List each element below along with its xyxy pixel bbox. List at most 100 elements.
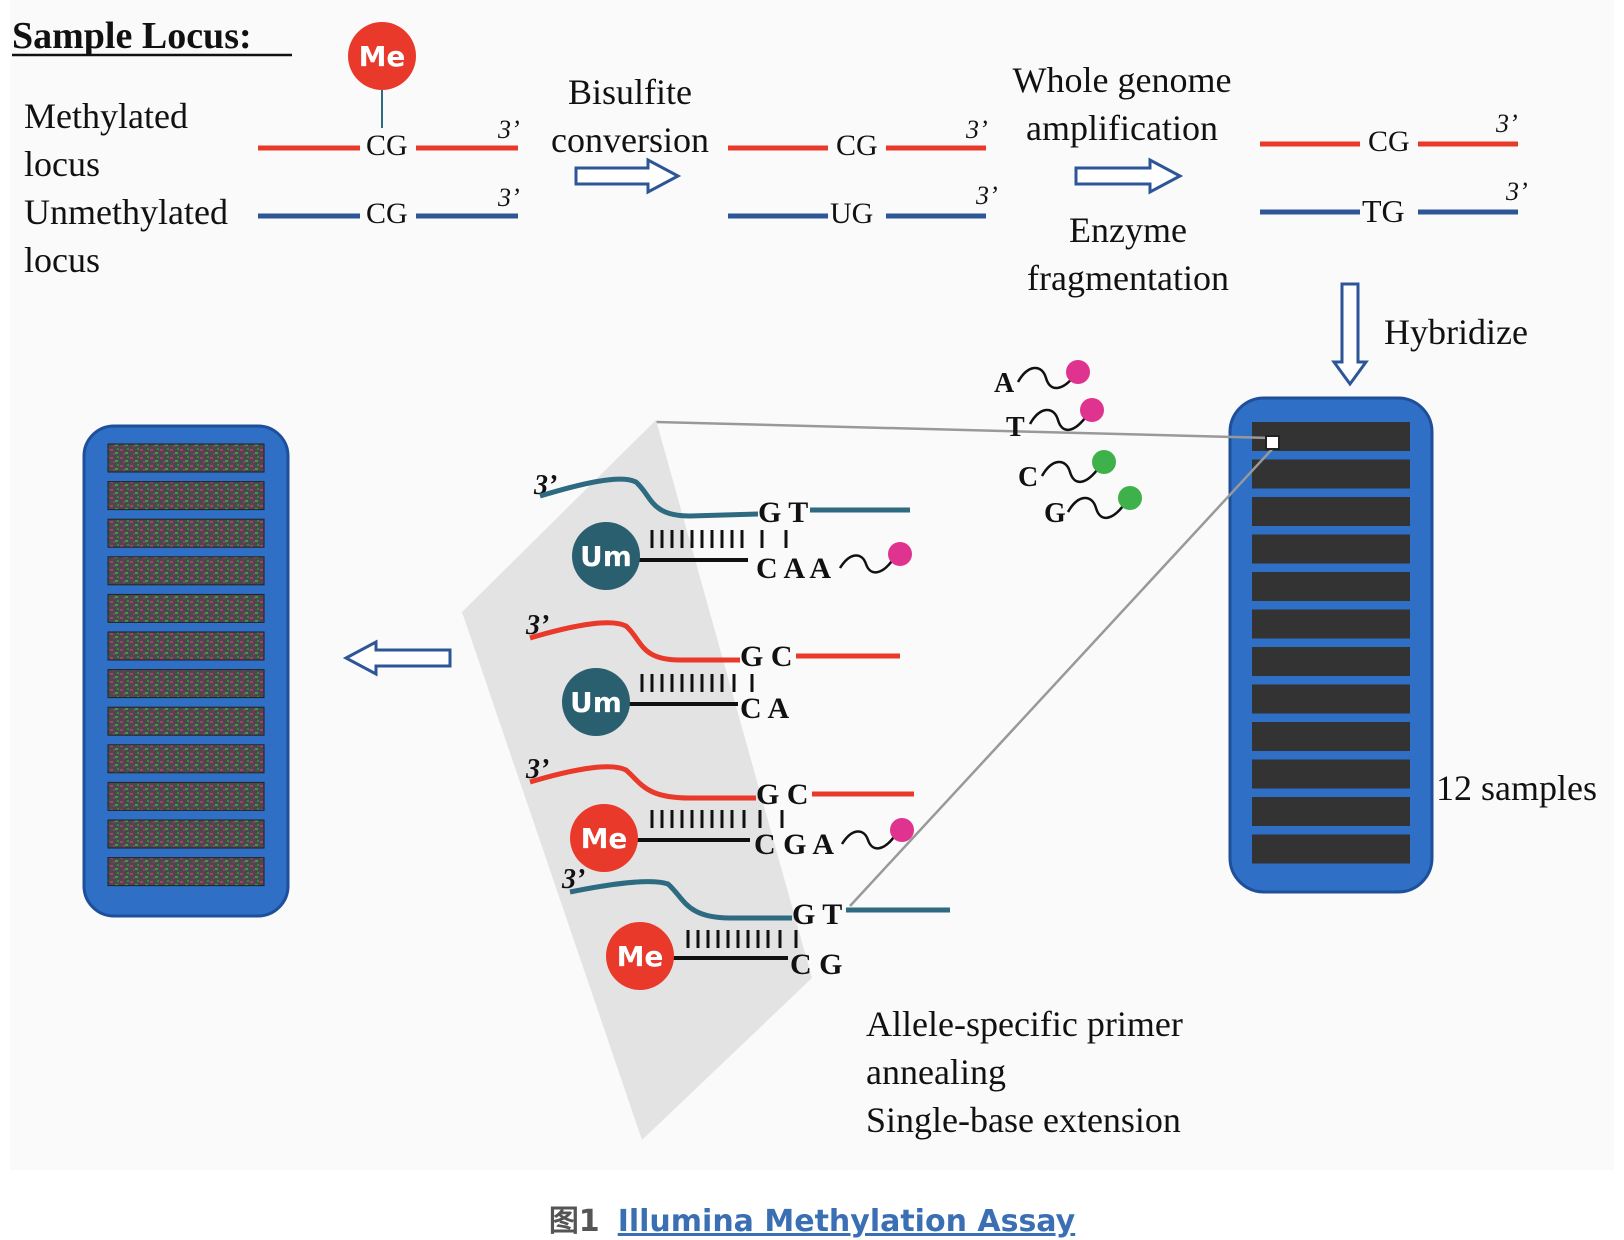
methylated-label: Methylated bbox=[24, 96, 188, 136]
sample-slot bbox=[1252, 684, 1410, 714]
sample-unmethylated-strand: CG 3’ bbox=[258, 183, 520, 230]
svg-text:3’: 3’ bbox=[965, 115, 988, 144]
bisulfite-label-2: conversion bbox=[551, 120, 709, 160]
me-bead-icon bbox=[348, 22, 416, 90]
sample-slot bbox=[1252, 534, 1410, 564]
svg-text:G C: G C bbox=[740, 640, 793, 673]
figure-caption: 图1 Illumina Methylation Assay bbox=[0, 1196, 1624, 1240]
probe-um-2: 3’ G C Um C A bbox=[525, 610, 900, 736]
asp-label: Allele-specific primer bbox=[866, 1004, 1183, 1044]
svg-text:3’: 3’ bbox=[1495, 109, 1518, 138]
scanned-sample-slot bbox=[107, 857, 265, 887]
scanned-sample-slot bbox=[107, 518, 265, 548]
svg-text:C A A: C A A bbox=[756, 552, 831, 585]
scan-arrow-icon bbox=[342, 639, 452, 677]
pink-label-icon bbox=[1080, 398, 1104, 422]
scanned-sample-slot bbox=[107, 556, 265, 586]
svg-text:3’: 3’ bbox=[975, 181, 998, 210]
me-bead-icon bbox=[570, 804, 638, 872]
samples-label: 12 samples bbox=[1436, 768, 1597, 808]
zoom-line-top bbox=[655, 420, 1273, 440]
zoom-spot bbox=[1265, 435, 1280, 450]
probe-me-2: 3’ G T Me C G bbox=[561, 864, 950, 990]
wga-arrow-icon bbox=[1074, 157, 1184, 195]
hybridize-label: Hybridize bbox=[1384, 312, 1528, 352]
figure-number: 图1 bbox=[548, 1204, 600, 1239]
unmethylated-label: Unmethylated bbox=[24, 192, 228, 232]
converted-unmethylated-strand: UG 3’ bbox=[728, 181, 998, 230]
svg-text:Um: Um bbox=[580, 540, 632, 573]
amplified-unmethylated-strand: TG 3’ bbox=[1260, 177, 1528, 229]
svg-text:C G A: C G A bbox=[754, 828, 834, 861]
svg-text:G: G bbox=[1044, 498, 1066, 529]
svg-text:CG: CG bbox=[836, 129, 878, 162]
svg-text:TG: TG bbox=[1362, 193, 1405, 229]
probe-me-1: 3’ G C Me C G A bbox=[525, 754, 914, 872]
beadchip-right bbox=[1228, 396, 1434, 894]
sample-slot bbox=[1252, 722, 1410, 751]
me-bead-icon bbox=[606, 922, 674, 990]
wga-label: Whole genome bbox=[1013, 60, 1232, 100]
svg-text:3’: 3’ bbox=[1505, 177, 1528, 206]
sample-methylated-strand: CG 3’ bbox=[258, 115, 520, 162]
labeled-nucleotide-a: A bbox=[994, 360, 1090, 399]
svg-text:3’: 3’ bbox=[497, 115, 520, 144]
green-label-icon bbox=[1092, 450, 1116, 474]
probe-um-1: 3’ G T Um C A A bbox=[533, 470, 912, 590]
sample-slot bbox=[1252, 834, 1410, 864]
wga-label-2: amplification bbox=[1026, 108, 1218, 148]
svg-text:3’: 3’ bbox=[497, 183, 520, 212]
methylated-label-2: locus bbox=[24, 144, 100, 184]
sample-locus-title: Sample Locus: bbox=[12, 15, 252, 57]
svg-text:A: A bbox=[994, 368, 1015, 399]
labeled-nucleotide-c: C bbox=[1018, 450, 1116, 493]
svg-text:CG: CG bbox=[1368, 125, 1410, 158]
sample-slot bbox=[1252, 759, 1410, 789]
svg-text:Um: Um bbox=[570, 686, 622, 719]
scanned-sample-slot bbox=[107, 631, 265, 661]
sample-slot bbox=[1252, 459, 1410, 489]
hybridize-arrow-icon bbox=[1331, 282, 1369, 387]
unmethylated-label-2: locus bbox=[24, 240, 100, 280]
svg-text:Me: Me bbox=[617, 940, 664, 973]
bisulfite-label: Bisulfite bbox=[568, 72, 692, 112]
scanned-sample-slot bbox=[107, 669, 265, 699]
svg-text:C: C bbox=[1018, 462, 1038, 493]
svg-text:CG: CG bbox=[366, 197, 408, 230]
svg-text:T: T bbox=[1006, 412, 1025, 443]
amplified-methylated-strand: CG 3’ bbox=[1260, 109, 1518, 158]
figure-title-link[interactable]: Illumina Methylation Assay bbox=[617, 1204, 1076, 1239]
sample-slot bbox=[1252, 572, 1410, 601]
converted-methylated-strand: CG 3’ bbox=[728, 115, 988, 162]
pink-label-icon bbox=[1066, 360, 1090, 384]
pink-label-icon bbox=[890, 818, 914, 842]
svg-text:Me: Me bbox=[581, 822, 628, 855]
um-bead-icon bbox=[562, 668, 630, 736]
enzyme-label: Enzyme bbox=[1069, 210, 1187, 250]
zoom-line-bottom bbox=[849, 445, 1276, 907]
scanned-sample-slot bbox=[107, 443, 265, 473]
beadchip-scanned bbox=[82, 424, 290, 918]
scanned-sample-slot bbox=[107, 593, 265, 623]
green-label-icon bbox=[1118, 486, 1142, 510]
sample-slot bbox=[1252, 797, 1410, 826]
labeled-nucleotide-g: G bbox=[1044, 486, 1142, 529]
asp-label-3: Single-base extension bbox=[866, 1100, 1181, 1140]
svg-text:C G: C G bbox=[790, 948, 843, 981]
scanned-sample-slot bbox=[107, 744, 265, 774]
svg-text:Me: Me bbox=[359, 40, 406, 73]
svg-text:G T: G T bbox=[758, 496, 808, 529]
sample-slot bbox=[1252, 647, 1410, 676]
svg-text:G C: G C bbox=[756, 778, 809, 811]
enzyme-label-2: fragmentation bbox=[1027, 258, 1229, 298]
svg-text:C A: C A bbox=[740, 692, 790, 725]
sample-slot bbox=[1252, 497, 1410, 526]
methyl-group: Me bbox=[348, 22, 416, 128]
bisulfite-arrow-icon bbox=[574, 157, 682, 195]
svg-text:CG: CG bbox=[366, 129, 408, 162]
pink-label-icon bbox=[888, 542, 912, 566]
scanned-sample-slot bbox=[107, 781, 265, 811]
svg-text:UG: UG bbox=[830, 197, 873, 230]
labeled-nucleotide-t: T bbox=[1006, 398, 1104, 443]
scanned-sample-slot bbox=[107, 819, 265, 849]
